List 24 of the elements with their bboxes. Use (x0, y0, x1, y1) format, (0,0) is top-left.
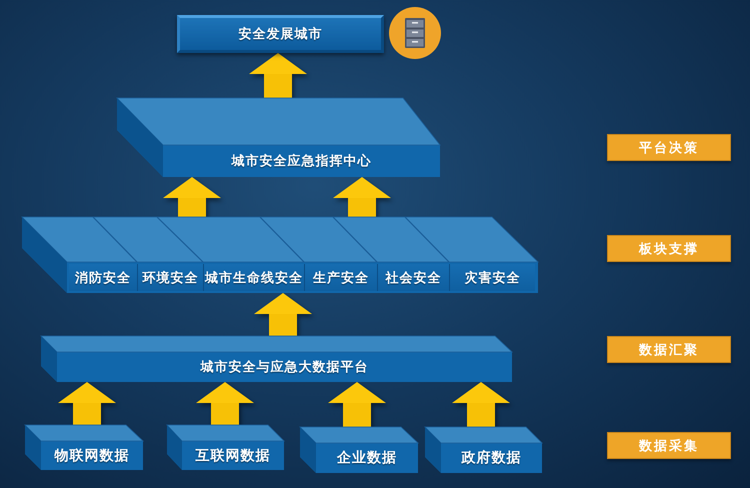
slab-block: 城市安全应急指挥中心 (117, 98, 440, 177)
data-block: 企业数据 (300, 427, 418, 473)
slab-block: 城市安全与应急大数据平台 (41, 336, 512, 382)
tier-label: 平台决策 (607, 134, 731, 161)
band-segment: 灾害安全 (449, 264, 535, 291)
band-segment: 环境安全 (137, 264, 203, 291)
data-block: 政府数据 (425, 427, 542, 473)
tier-label: 数据采集 (607, 432, 731, 459)
title-banner: 安全发展城市 (177, 15, 384, 53)
arrow (328, 382, 386, 427)
tier-label: 数据汇聚 (607, 336, 731, 363)
arrow (163, 177, 221, 217)
data-block: 互联网数据 (167, 425, 284, 470)
arrow (333, 177, 391, 217)
band-segment: 社会安全 (377, 264, 449, 291)
band-segment: 城市生命线安全 (203, 264, 304, 291)
band-segment: 生产安全 (304, 264, 377, 291)
band-segment: 消防安全 (69, 264, 137, 291)
tier-label: 板块支撑 (607, 235, 731, 262)
arrow (254, 293, 312, 336)
arrow (196, 382, 254, 425)
arrow (452, 382, 510, 427)
data-block: 物联网数据 (25, 425, 143, 470)
arrow (58, 382, 116, 425)
